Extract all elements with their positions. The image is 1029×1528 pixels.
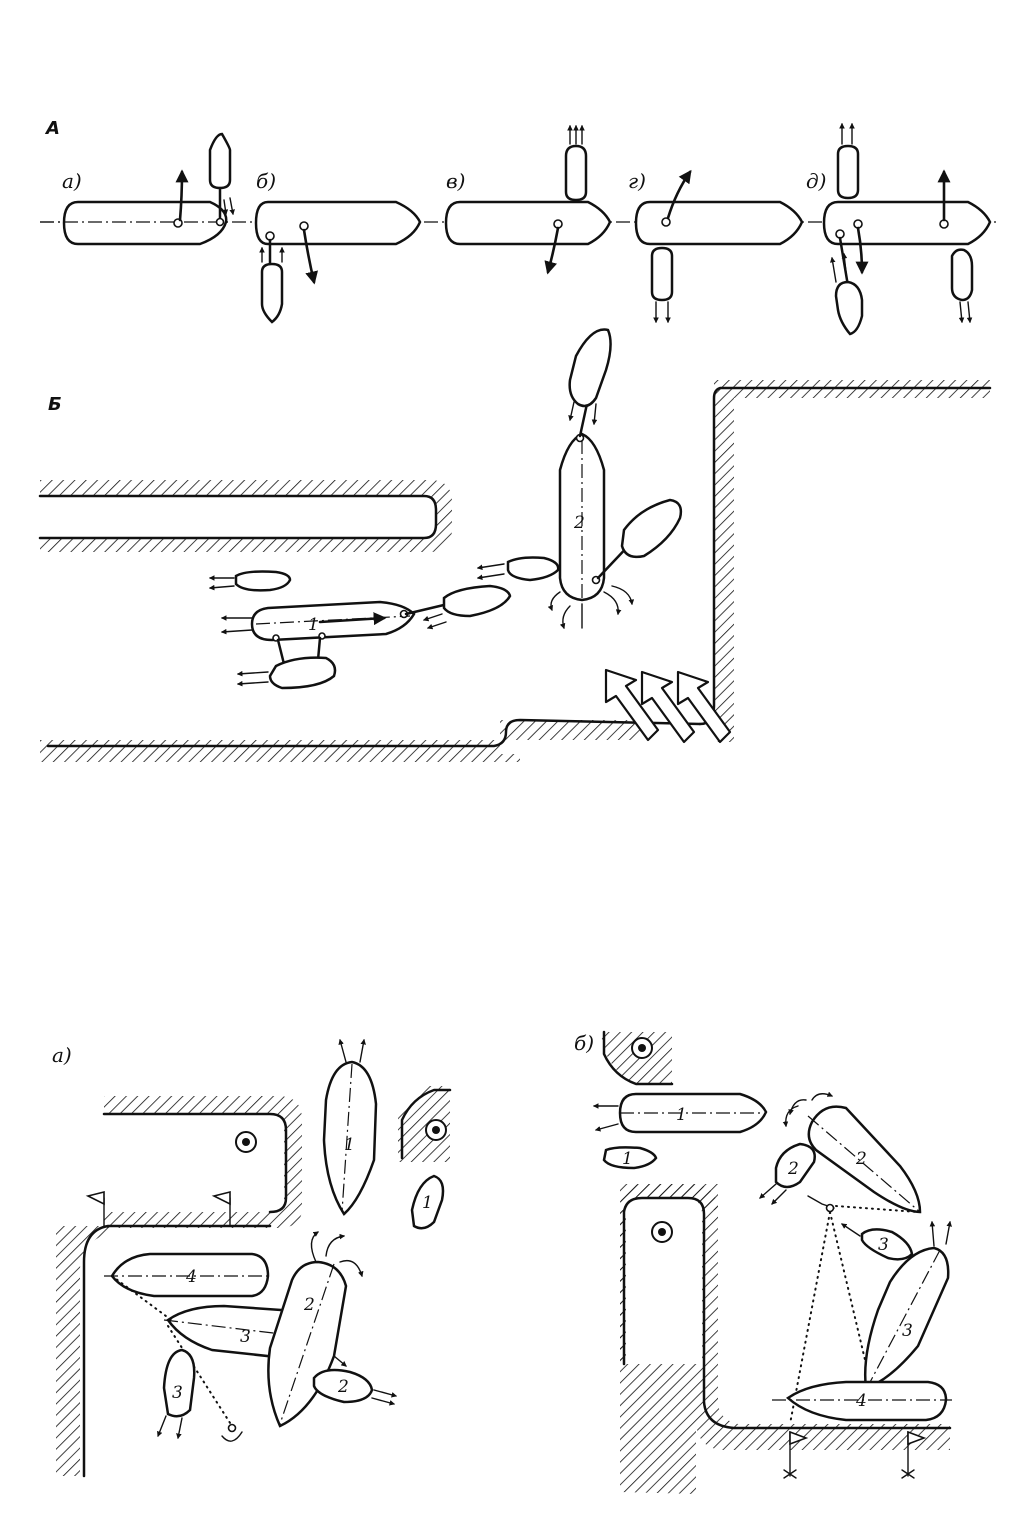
anchor-icon	[229, 1425, 236, 1432]
tug-number: 2	[337, 1377, 349, 1397]
tug	[622, 500, 681, 557]
bottom-panel-a: а) 1 1 4 3	[52, 1040, 450, 1476]
towline	[406, 604, 448, 614]
tug	[262, 264, 282, 322]
panel-b: б)	[256, 169, 420, 322]
panel-v-label: в)	[446, 169, 465, 193]
panel-g: г)	[628, 169, 802, 322]
tug	[570, 330, 611, 406]
tug	[566, 146, 586, 200]
panel-a: а)	[40, 134, 233, 244]
dock-wall-outline	[700, 388, 990, 724]
bottom-panel-b-label: б)	[574, 1031, 594, 1055]
ship-number: 2	[303, 1295, 315, 1315]
ship-number: 3	[902, 1321, 913, 1341]
ship-hull	[256, 202, 420, 244]
tug	[444, 586, 510, 616]
tug-free	[210, 558, 558, 591]
panel-d: д)	[806, 124, 990, 334]
bottom-panel-a-label: а)	[52, 1043, 72, 1067]
ship-number: 2	[855, 1149, 867, 1169]
dock-wall-hatch	[714, 380, 990, 742]
panel-g-label: г)	[628, 169, 646, 193]
tug-number: 3	[172, 1383, 183, 1403]
shore-hatch	[40, 740, 520, 762]
section-a: А а) б) в	[40, 118, 1000, 334]
tug	[508, 558, 558, 581]
ship-number: 3	[240, 1327, 251, 1347]
panel-a-label: а)	[62, 169, 82, 193]
ship-hull	[446, 202, 610, 244]
section-b: Б 1	[40, 330, 990, 762]
ship-number: 1	[676, 1105, 687, 1125]
ship-1: 1	[222, 586, 510, 688]
tug	[210, 134, 230, 188]
ship-number: 1	[344, 1135, 355, 1155]
section-a-label: А	[44, 118, 60, 139]
ship-number: 2	[573, 513, 585, 533]
section-b-label: Б	[48, 394, 62, 415]
panel-v: в)	[446, 126, 610, 272]
ship-hull	[824, 202, 990, 244]
ship-hull	[636, 202, 802, 244]
tug-number: 2	[787, 1159, 799, 1179]
flag-icon	[88, 1192, 104, 1204]
tug-number: 3	[878, 1235, 889, 1255]
ship-number: 4	[855, 1391, 867, 1411]
ship-number: 4	[185, 1267, 197, 1287]
tug	[952, 250, 972, 300]
tug	[270, 658, 335, 688]
panel-b-label: б)	[256, 169, 276, 193]
ship-hull	[64, 202, 226, 244]
bottom-panel-b: б) 1 1 2	[574, 1031, 952, 1514]
tug-number: 1	[622, 1149, 633, 1169]
tug	[236, 572, 290, 591]
tug	[836, 282, 862, 334]
ship-hull	[788, 1382, 946, 1420]
tug-number: 1	[422, 1193, 433, 1213]
push-point	[662, 218, 670, 226]
thrust-arrow	[180, 172, 182, 220]
ship-number: 1	[308, 615, 319, 635]
panel-d-label: д)	[806, 169, 826, 193]
tug	[652, 248, 672, 300]
ship-2: 2	[551, 330, 681, 628]
tug	[838, 146, 858, 198]
